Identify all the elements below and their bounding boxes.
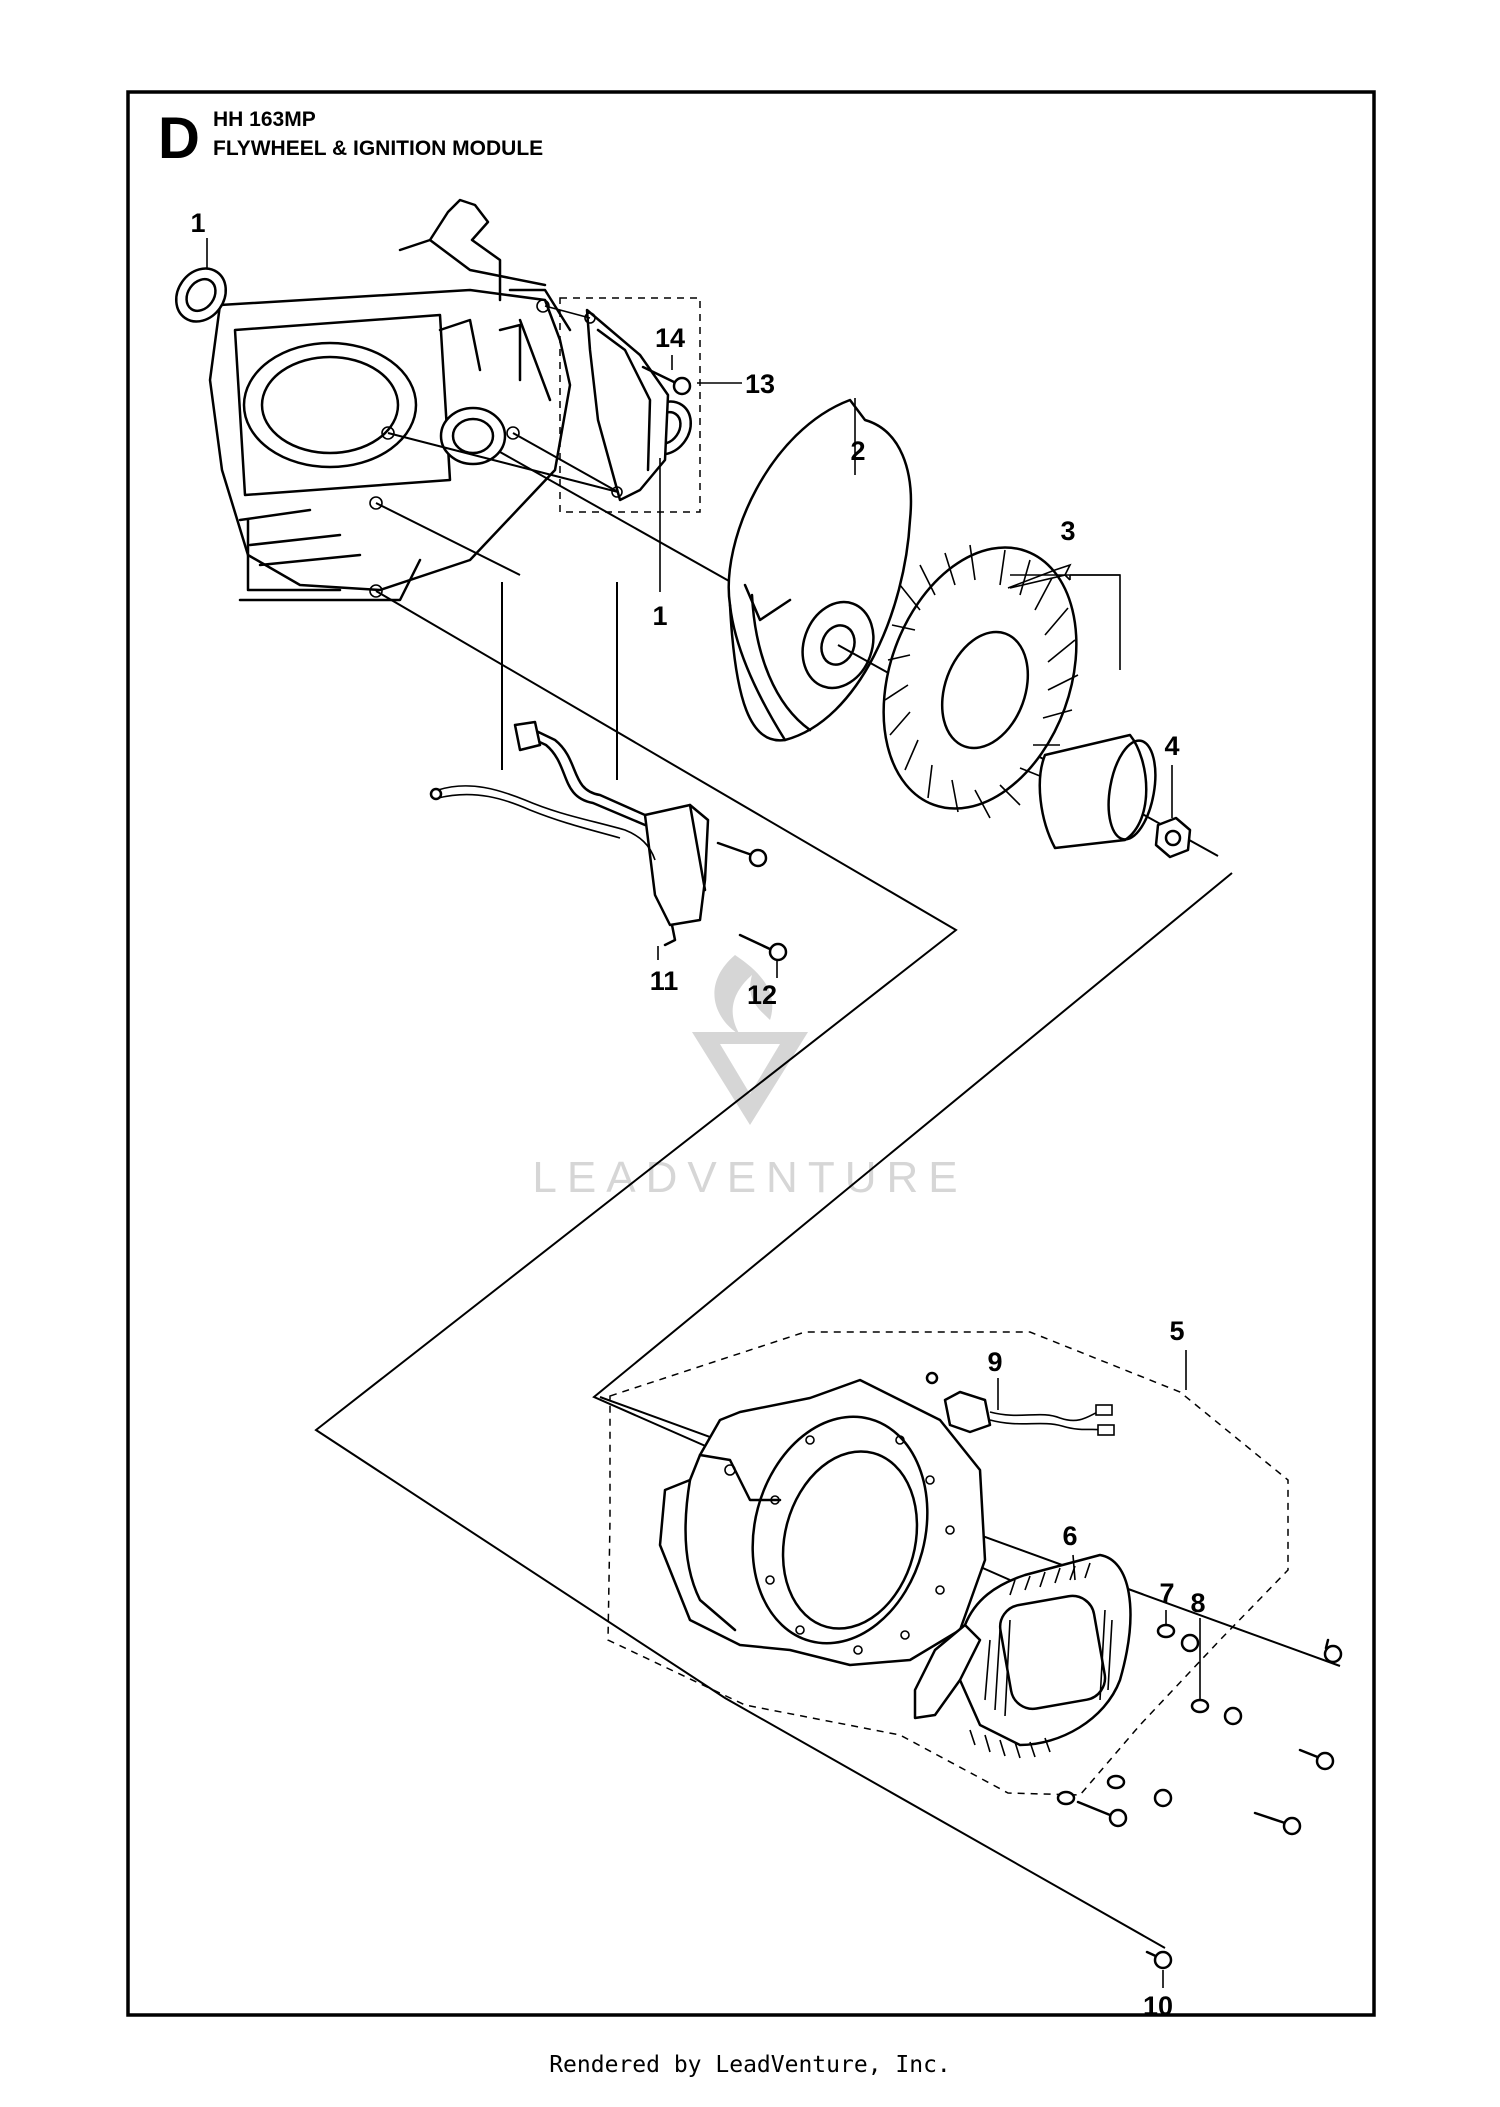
callout-14: 14 <box>655 323 685 353</box>
flywheel-nut <box>1154 816 1192 859</box>
bracket-assembly <box>544 297 701 513</box>
model-label: HH 163MP <box>213 108 316 131</box>
callout-11: 11 <box>650 966 679 996</box>
starter-cup <box>1038 733 1157 850</box>
bolt-14 <box>641 365 692 396</box>
diagram-title: FLYWHEEL & IGNITION MODULE <box>213 137 543 160</box>
oil-seal-upper <box>174 267 228 323</box>
callout-9: 9 <box>987 1347 1002 1377</box>
section-letter: D <box>158 106 200 171</box>
callout-8: 8 <box>1190 1588 1205 1618</box>
watermark-text: LEADVENTURE <box>532 1153 967 1202</box>
engine-crankcase <box>208 198 572 602</box>
callout-labels: 1 1 2 3 4 5 6 7 8 9 10 11 12 13 14 <box>190 208 1205 2021</box>
diagram-frame <box>126 90 1376 2017</box>
crankcase-axis-lines <box>375 432 746 591</box>
ignition-module <box>429 720 788 962</box>
callout-5: 5 <box>1169 1316 1184 1346</box>
callout-12: 12 <box>747 980 777 1010</box>
callout-1-lower: 1 <box>652 601 667 631</box>
callout-6: 6 <box>1062 1521 1077 1551</box>
callout-7: 7 <box>1159 1578 1174 1608</box>
cooling-fan <box>882 544 1079 819</box>
callout-10: 10 <box>1143 1991 1173 2021</box>
callout-leaders <box>206 238 1201 1988</box>
assembly-guide-lines <box>314 582 1341 1949</box>
callout-13: 13 <box>745 369 775 399</box>
watermark-logo <box>692 955 808 1125</box>
footer-credit: Rendered by LeadVenture, Inc. <box>549 2052 951 2078</box>
starter-fasteners <box>1056 1623 1343 1970</box>
stop-switch <box>925 1371 1115 1436</box>
callout-1-upper: 1 <box>190 208 205 238</box>
fan-housing-assembly <box>607 1331 1289 1796</box>
callout-3: 3 <box>1060 516 1075 546</box>
callout-2: 2 <box>850 436 865 466</box>
recoil-starter <box>913 1553 1132 1759</box>
callout-4: 4 <box>1164 731 1179 761</box>
